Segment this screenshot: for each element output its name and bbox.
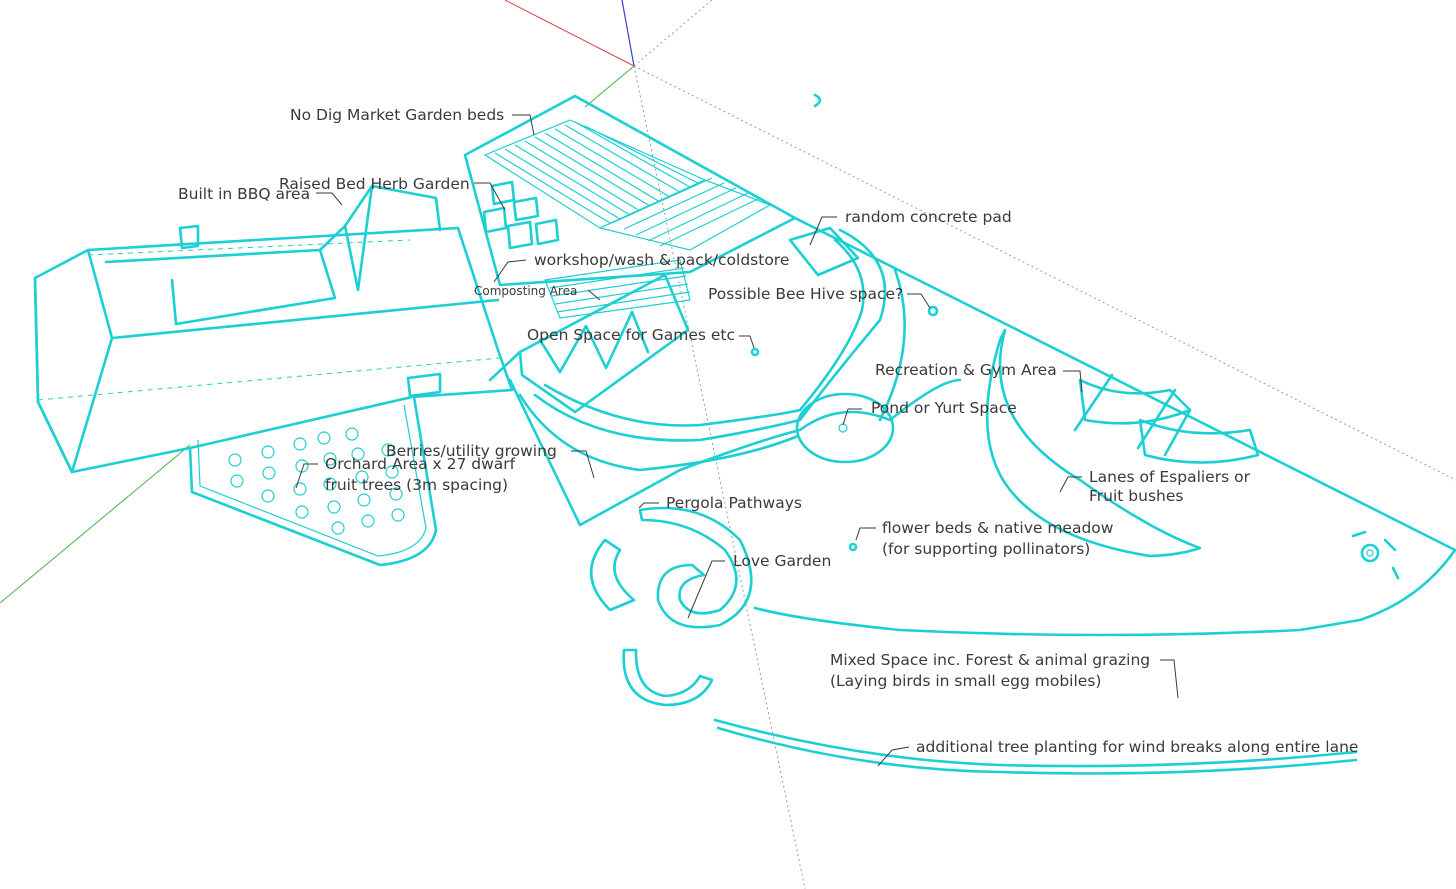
love-garden (589, 506, 753, 707)
label-bbq: Built in BBQ area (178, 185, 310, 203)
label-berries: Berries/utility growing (386, 442, 557, 460)
label-love: Love Garden (733, 552, 831, 570)
diagram-labels: No Dig Market Garden beds Raised Bed Her… (178, 106, 1358, 756)
label-tree-planting: additional tree planting for wind breaks… (916, 738, 1358, 756)
label-flower-1: flower beds & native meadow (882, 519, 1114, 537)
label-mixed-2: (Laying birds in small egg mobiles) (830, 672, 1101, 690)
label-leaders (295, 114, 1179, 767)
label-games: Open Space for Games etc (527, 326, 735, 344)
label-pond: Pond or Yurt Space (871, 399, 1017, 417)
label-flower-2: (for supporting pollinators) (882, 540, 1090, 558)
label-raised-bed: Raised Bed Herb Garden (279, 175, 470, 193)
label-orchard-1: Orchard Area x 27 dwarf (325, 455, 516, 473)
label-no-dig: No Dig Market Garden beds (290, 106, 504, 124)
orchard-trees (228, 427, 405, 535)
house-building (33, 184, 514, 474)
label-orchard-2: fruit trees (3m spacing) (325, 476, 508, 494)
espalier-lanes (985, 328, 1260, 558)
small-features (750, 93, 1400, 580)
raised-herb-beds (482, 180, 560, 250)
label-espaliers-1: Lanes of Espaliers or (1089, 468, 1251, 486)
label-pergola: Pergola Pathways (666, 494, 802, 512)
label-bee-hive: Possible Bee Hive space? (708, 285, 903, 303)
label-mixed-1: Mixed Space inc. Forest & animal grazing (830, 651, 1150, 669)
workshop-building (488, 273, 690, 414)
label-composting: Composting Area (474, 284, 577, 298)
market-garden-beds (463, 94, 797, 319)
site-boundary (713, 216, 1456, 775)
label-espaliers-2: Fruit bushes (1089, 487, 1183, 505)
orchard-area (188, 395, 438, 567)
label-concrete-pad: random concrete pad (845, 208, 1012, 226)
label-workshop: workshop/wash & pack/coldstore (534, 251, 789, 269)
label-recreation: Recreation & Gym Area (875, 361, 1057, 379)
central-garden-curves (508, 228, 962, 527)
